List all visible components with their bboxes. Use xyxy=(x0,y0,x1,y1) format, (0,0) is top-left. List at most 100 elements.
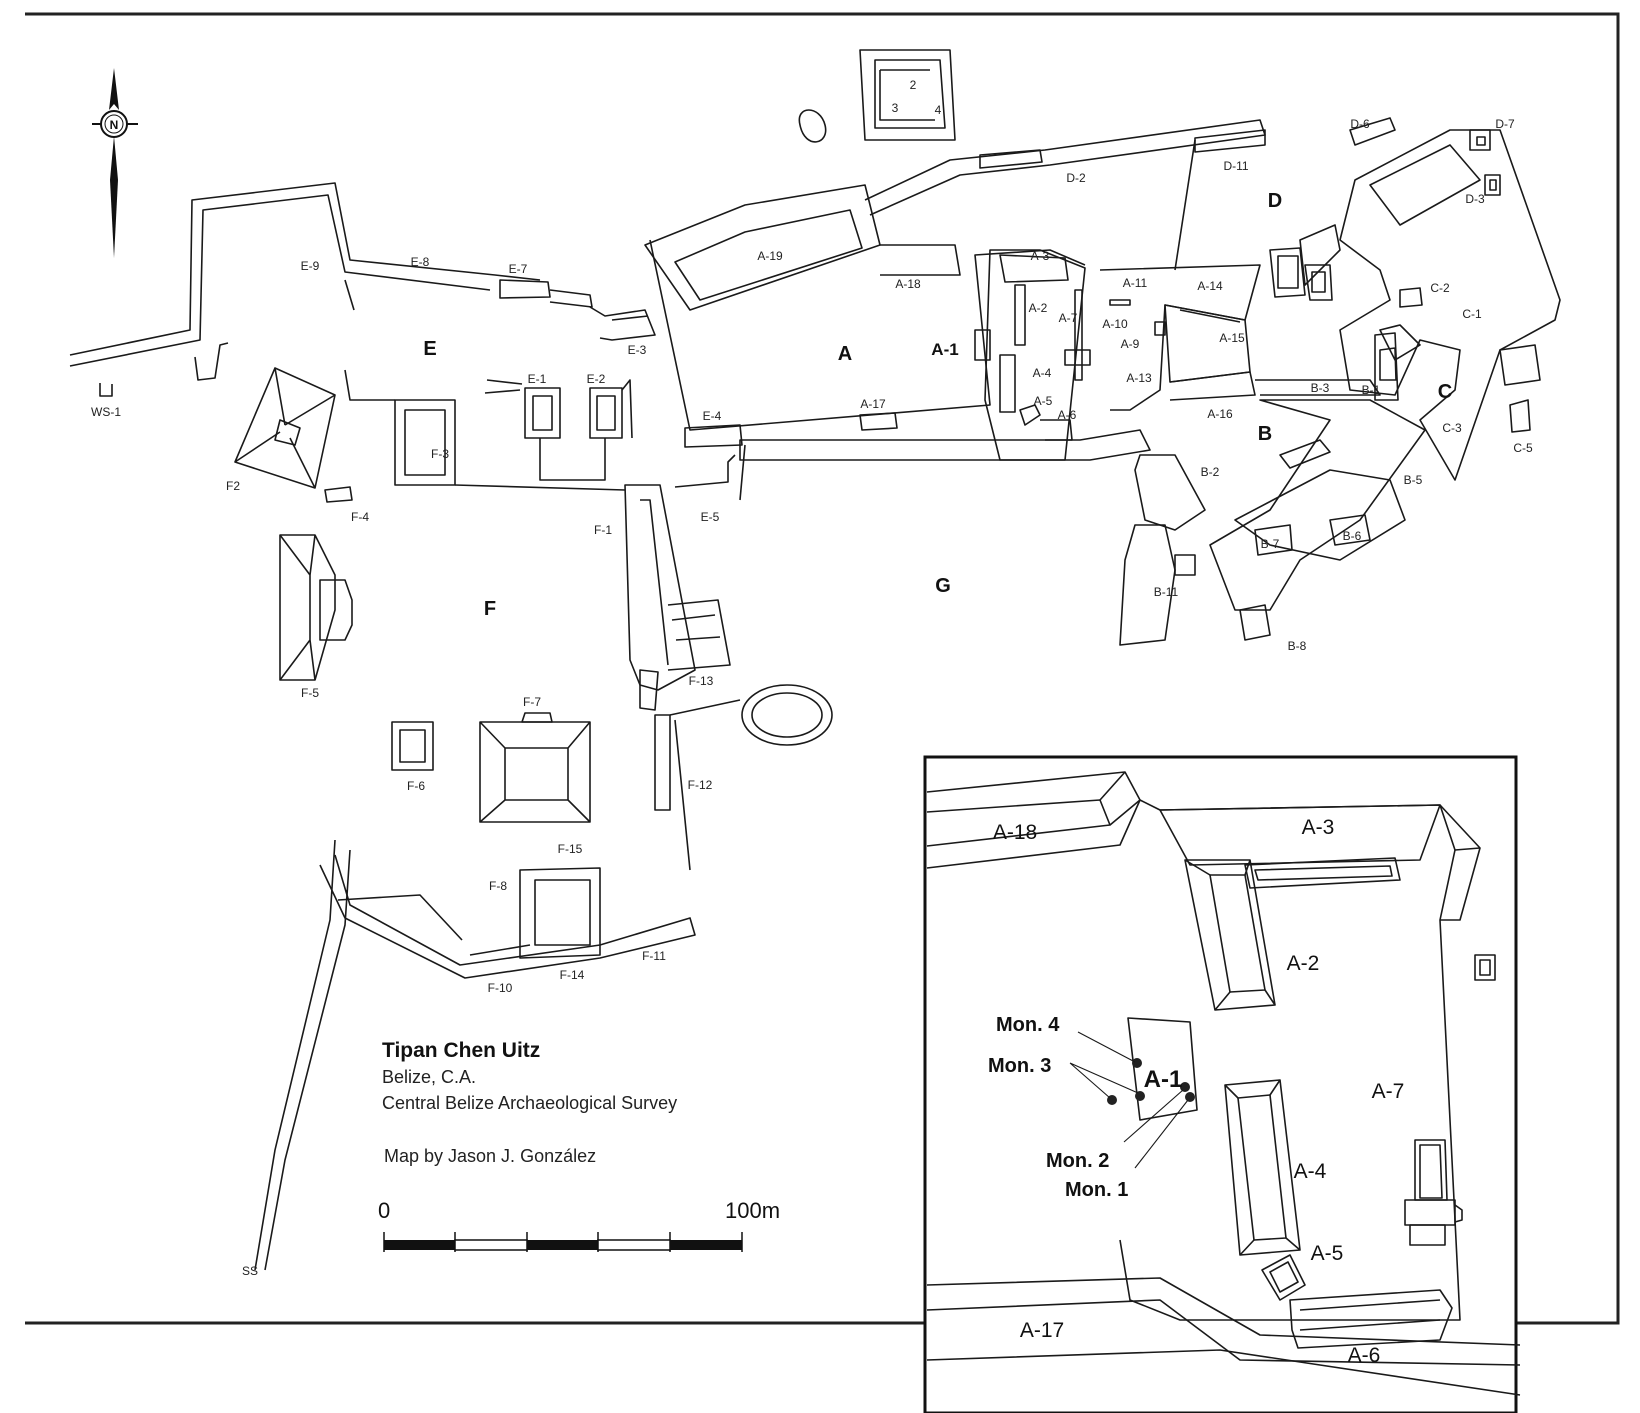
monument-3-marker-b xyxy=(1135,1091,1145,1101)
inset-label-a-3: A-3 xyxy=(1302,816,1335,839)
group-c-label: C xyxy=(1438,381,1452,403)
label-f-6: F-6 xyxy=(407,779,425,793)
label-b-8: B-8 xyxy=(1288,639,1307,653)
inset-label-mon-4: Mon. 4 xyxy=(996,1014,1060,1036)
map-frame xyxy=(25,12,1620,1325)
north-label: N xyxy=(110,118,119,132)
group-f-label: F xyxy=(484,598,496,620)
label-b-1: B-1 xyxy=(1362,383,1381,397)
inset-label-a-4: A-4 xyxy=(1294,1160,1327,1183)
inset-label-a-6: A-6 xyxy=(1348,1344,1381,1367)
label-d-2: D-2 xyxy=(1066,171,1086,185)
label-a-2: A-2 xyxy=(1029,301,1048,315)
label-b-6: B-6 xyxy=(1343,529,1362,543)
label-2: 2 xyxy=(910,78,917,92)
label-f-8: F-8 xyxy=(489,879,507,893)
label-c-3: C-3 xyxy=(1442,421,1462,435)
label-ws-1: WS-1 xyxy=(91,405,121,419)
label-f-15: F-15 xyxy=(558,842,583,856)
title-block: Tipan Chen Uitz Belize, C.A. Central Bel… xyxy=(382,1039,677,1166)
label-ss: SS xyxy=(242,1264,258,1278)
group-bcd-structures xyxy=(1119,117,1561,646)
label-b-3: B-3 xyxy=(1311,381,1330,395)
group-b-label: B xyxy=(1258,423,1272,445)
inset-label-a-5: A-5 xyxy=(1311,1242,1344,1265)
label-a-18: A-18 xyxy=(895,277,921,291)
label-f-4: F-4 xyxy=(351,510,369,524)
label-a-11: A-11 xyxy=(1123,276,1148,290)
group-g-label: G xyxy=(935,575,951,597)
label-a-19: A-19 xyxy=(757,249,783,263)
map-subtitle-location: Belize, C.A. xyxy=(382,1067,476,1087)
inset-map: A-18 A-3 A-2 A-1 A-7 A-4 A-5 A-17 A-6 Mo… xyxy=(923,755,1521,1413)
map-title: Tipan Chen Uitz xyxy=(382,1039,540,1062)
label-f-5: F-5 xyxy=(301,686,319,700)
label-a-3: A-3 xyxy=(1031,249,1050,263)
label-e-1: E-1 xyxy=(528,372,547,386)
label-c-5: C-5 xyxy=(1513,441,1533,455)
inset-label-a-2: A-2 xyxy=(1287,952,1320,975)
label-a-7: A-7 xyxy=(1059,311,1078,325)
label-f-1: F-1 xyxy=(594,523,612,537)
group-a-structures xyxy=(644,119,1266,461)
structure-labels: 2 3 4 D-6 D-7 D-11 D-2 D-3 A-19 A-18 A-3… xyxy=(91,78,1533,1278)
north-arrow-icon: N xyxy=(92,68,138,258)
label-f-7: F-7 xyxy=(523,695,541,709)
label-f-11: F-11 xyxy=(642,949,666,963)
label-a-4: A-4 xyxy=(1033,366,1052,380)
scale-end-label: 100m xyxy=(725,1198,780,1223)
group-f-structures xyxy=(234,367,833,1271)
label-a-10: A-10 xyxy=(1102,317,1128,331)
label-a-5: A-5 xyxy=(1034,394,1053,408)
structure-a1-platform xyxy=(1127,1017,1198,1121)
monument-2-marker xyxy=(1180,1082,1190,1092)
label-b-11: B-11 xyxy=(1154,585,1179,599)
label-a-16: A-16 xyxy=(1207,407,1233,421)
north-structures xyxy=(798,49,956,143)
label-b-5: B-5 xyxy=(1404,473,1423,487)
scale-start-label: 0 xyxy=(378,1198,390,1223)
label-c-1: C-1 xyxy=(1462,307,1482,321)
inset-label-a-1: A-1 xyxy=(1144,1066,1183,1093)
label-c-2: C-2 xyxy=(1430,281,1450,295)
label-e-9: E-9 xyxy=(301,259,320,273)
group-d-label: D xyxy=(1268,190,1282,212)
label-e-4: E-4 xyxy=(703,409,722,423)
inset-label-a-17: A-17 xyxy=(1020,1319,1064,1342)
label-f-13: F-13 xyxy=(689,674,714,688)
label-d-6: D-6 xyxy=(1350,117,1370,131)
group-a-label: A xyxy=(838,343,852,365)
label-f-3: F-3 xyxy=(431,447,449,461)
group-e-label: E xyxy=(423,338,436,360)
label-4: 4 xyxy=(935,103,942,117)
inset-label-mon-3: Mon. 3 xyxy=(988,1055,1051,1077)
label-d-7: D-7 xyxy=(1495,117,1515,131)
label-d-3: D-3 xyxy=(1465,192,1485,206)
monument-4-marker xyxy=(1132,1058,1142,1068)
label-e-5: E-5 xyxy=(701,510,720,524)
group-e-structures xyxy=(69,182,746,501)
label-f-14: F-14 xyxy=(560,968,585,982)
label-a-1: A-1 xyxy=(931,340,958,359)
label-e-7: E-7 xyxy=(509,262,528,276)
label-e-8: E-8 xyxy=(411,255,430,269)
label-a-6: A-6 xyxy=(1058,408,1077,422)
label-d-11: D-11 xyxy=(1223,159,1248,173)
map-subtitle-survey: Central Belize Archaeological Survey xyxy=(382,1093,677,1113)
monument-1-marker xyxy=(1185,1092,1195,1102)
map-credit: Map by Jason J. González xyxy=(384,1146,596,1166)
label-f-12: F-12 xyxy=(688,778,713,792)
label-e-2: E-2 xyxy=(587,372,606,386)
label-a-13: A-13 xyxy=(1126,371,1152,385)
label-e-3: E-3 xyxy=(628,343,647,357)
inset-label-a-18: A-18 xyxy=(993,821,1037,844)
label-a-17: A-17 xyxy=(860,397,886,411)
inset-label-mon-1: Mon. 1 xyxy=(1065,1179,1128,1201)
inset-label-mon-2: Mon. 2 xyxy=(1046,1150,1109,1172)
label-a-9: A-9 xyxy=(1121,337,1140,351)
label-f-10: F-10 xyxy=(488,981,513,995)
label-3: 3 xyxy=(892,101,899,115)
inset-label-a-7: A-7 xyxy=(1372,1080,1405,1103)
label-a-15: A-15 xyxy=(1219,331,1245,345)
